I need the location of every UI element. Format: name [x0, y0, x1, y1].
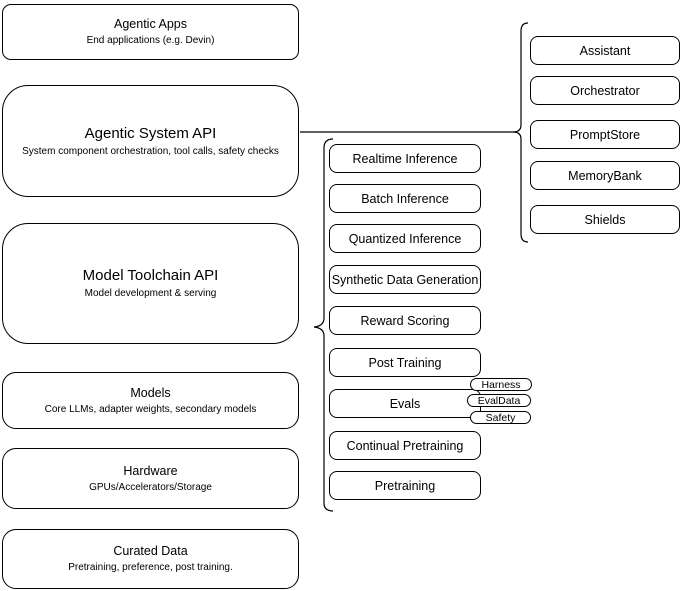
- node-title: Agentic Apps: [114, 17, 187, 31]
- node-pretraining[interactable]: Pretraining: [329, 471, 481, 500]
- node-title: Models: [130, 385, 171, 400]
- node-models[interactable]: Models Core LLMs, adapter weights, secon…: [2, 372, 299, 429]
- node-title: Model Toolchain API: [82, 267, 219, 284]
- node-reward-scoring[interactable]: Reward Scoring: [329, 306, 481, 335]
- node-agentic-apps[interactable]: Agentic Apps End applications (e.g. Devi…: [2, 4, 299, 60]
- toolchain-brace: [313, 138, 334, 512]
- node-agentic-system-api[interactable]: Agentic System API System component orch…: [2, 85, 299, 197]
- node-hardware[interactable]: Hardware GPUs/Accelerators/Storage: [2, 448, 299, 509]
- node-title: Hardware: [123, 463, 178, 478]
- node-subtitle: System component orchestration, tool cal…: [22, 145, 279, 157]
- node-continual-pretraining[interactable]: Continual Pretraining: [329, 431, 481, 460]
- node-realtime-inference[interactable]: Realtime Inference: [329, 144, 481, 173]
- node-batch-inference[interactable]: Batch Inference: [329, 184, 481, 213]
- pill-evaldata[interactable]: EvalData: [467, 394, 531, 407]
- node-post-training[interactable]: Post Training: [329, 348, 481, 377]
- pill-harness[interactable]: Harness: [470, 378, 532, 391]
- node-title: Agentic System API: [84, 124, 217, 142]
- node-evals[interactable]: Evals: [329, 389, 481, 418]
- node-quantized-inference[interactable]: Quantized Inference: [329, 224, 481, 253]
- node-curated-data[interactable]: Curated Data Pretraining, preference, po…: [2, 529, 299, 589]
- node-orchestrator[interactable]: Orchestrator: [530, 76, 680, 105]
- node-title: Curated Data: [113, 544, 188, 558]
- node-memorybank[interactable]: MemoryBank: [530, 161, 680, 190]
- node-assistant[interactable]: Assistant: [530, 36, 680, 65]
- pill-safety[interactable]: Safety: [470, 411, 531, 424]
- node-promptstore[interactable]: PromptStore: [530, 120, 680, 149]
- node-subtitle: End applications (e.g. Devin): [86, 35, 215, 46]
- node-subtitle: Pretraining, preference, post training.: [68, 562, 233, 573]
- node-synthetic-data-generation[interactable]: Synthetic Data Generation: [329, 265, 481, 294]
- node-subtitle: GPUs/Accelerators/Storage: [89, 481, 212, 493]
- node-shields[interactable]: Shields: [530, 205, 680, 234]
- node-model-toolchain-api[interactable]: Model Toolchain API Model development & …: [2, 223, 299, 344]
- system-components-brace: [512, 22, 529, 243]
- node-subtitle: Core LLMs, adapter weights, secondary mo…: [44, 403, 257, 415]
- node-subtitle: Model development & serving: [84, 288, 217, 299]
